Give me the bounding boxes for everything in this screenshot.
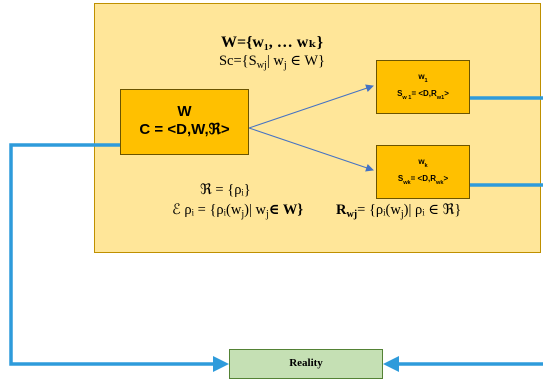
world-box-wk-title: wk — [418, 157, 428, 169]
arrow-c-to-w1 — [248, 84, 374, 129]
world-box-wk: wk Swk= <D,Rwk> — [376, 145, 470, 199]
world-box-w1: w1 Sw 1= <D,Rw1> — [376, 60, 470, 114]
rho-set-formula: ℜ = {ρᵢ} — [200, 182, 251, 198]
world-box-w1-title: w1 — [418, 72, 428, 84]
context-box: W C = <D,W,ℜ> — [120, 89, 249, 155]
world-set-formula: W={w₁, … wₖ} — [220, 34, 323, 51]
arrowhead-left-to-reality — [213, 356, 229, 372]
reality-box: Reality — [229, 349, 383, 379]
scenario-set-formula: Sc={Swj| wj ∈ W} — [218, 53, 326, 71]
world-box-wk-formula: Swk= <D,Rwk> — [397, 174, 449, 186]
context-box-formula: C = <D,W,ℜ> — [139, 121, 230, 138]
arrow-c-to-wk — [248, 127, 374, 172]
context-box-title: W — [177, 103, 192, 120]
connector-c-to-reality — [9, 143, 215, 366]
rho-formulas: ℜ = {ρᵢ} ℰ ρᵢ = {ρᵢ(wj)| wj∈ W} — [172, 180, 303, 220]
world-box-w1-formula: Sw 1= <D,Rw1> — [397, 89, 449, 101]
world-set-formulas: W={w₁, … wₖ} Sc={Swj| wj ∈ W} — [182, 33, 362, 71]
rho-definition-formula: ℰ ρᵢ = {ρᵢ(wj)| wj∈ W} — [172, 202, 304, 220]
r-definition-formula: Rwj= {ρᵢ(wj)| ρᵢ ∈ ℜ} — [336, 202, 462, 220]
arrowhead-right-to-reality — [383, 356, 399, 372]
reality-label: Reality — [289, 357, 323, 369]
